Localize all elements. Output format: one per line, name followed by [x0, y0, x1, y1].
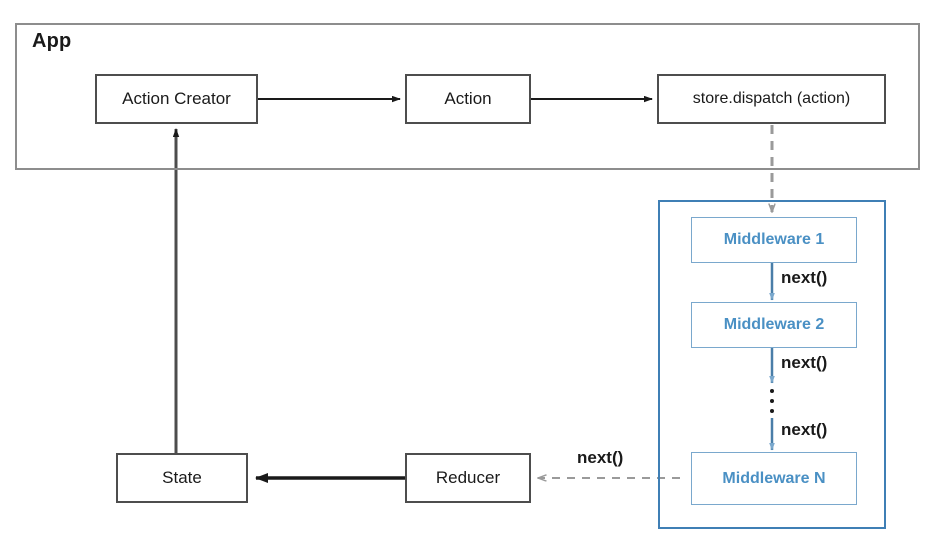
node-middleware-n-label: Middleware N: [722, 469, 826, 487]
ellipsis-dot: [770, 399, 774, 403]
node-action[interactable]: Action: [405, 74, 531, 124]
node-reducer[interactable]: Reducer: [405, 453, 531, 503]
edge-label-next-middleware-1: next(): [781, 268, 828, 287]
node-action-creator[interactable]: Action Creator: [95, 74, 258, 124]
node-middleware-n[interactable]: Middleware N: [691, 452, 857, 505]
edge-label-next-middleware-n: next(): [781, 420, 828, 439]
node-middleware-1-label: Middleware 1: [723, 231, 825, 248]
node-store-dispatch[interactable]: store.dispatch (action): [657, 74, 886, 124]
ellipsis-dot: [770, 389, 774, 393]
middleware-container: [658, 200, 886, 529]
node-action-creator-label: Action Creator: [122, 89, 231, 108]
app-container-label: App: [32, 30, 72, 52]
edge-label-next-reducer: next(): [577, 448, 624, 467]
middleware-ellipsis-icon: [769, 389, 775, 413]
node-reducer-label: Reducer: [435, 468, 501, 487]
node-middleware-2-label: Middleware 2: [723, 316, 825, 333]
node-middleware-1[interactable]: Middleware 1: [691, 217, 857, 263]
edge-label-next-middleware-2: next(): [781, 353, 828, 372]
node-state[interactable]: State: [116, 453, 248, 503]
node-state-label: State: [162, 468, 202, 487]
node-middleware-2[interactable]: Middleware 2: [691, 302, 857, 348]
node-store-dispatch-label: store.dispatch (action): [692, 90, 851, 107]
ellipsis-dot: [770, 409, 774, 413]
app-container: [15, 23, 920, 170]
node-action-label: Action: [444, 89, 492, 108]
